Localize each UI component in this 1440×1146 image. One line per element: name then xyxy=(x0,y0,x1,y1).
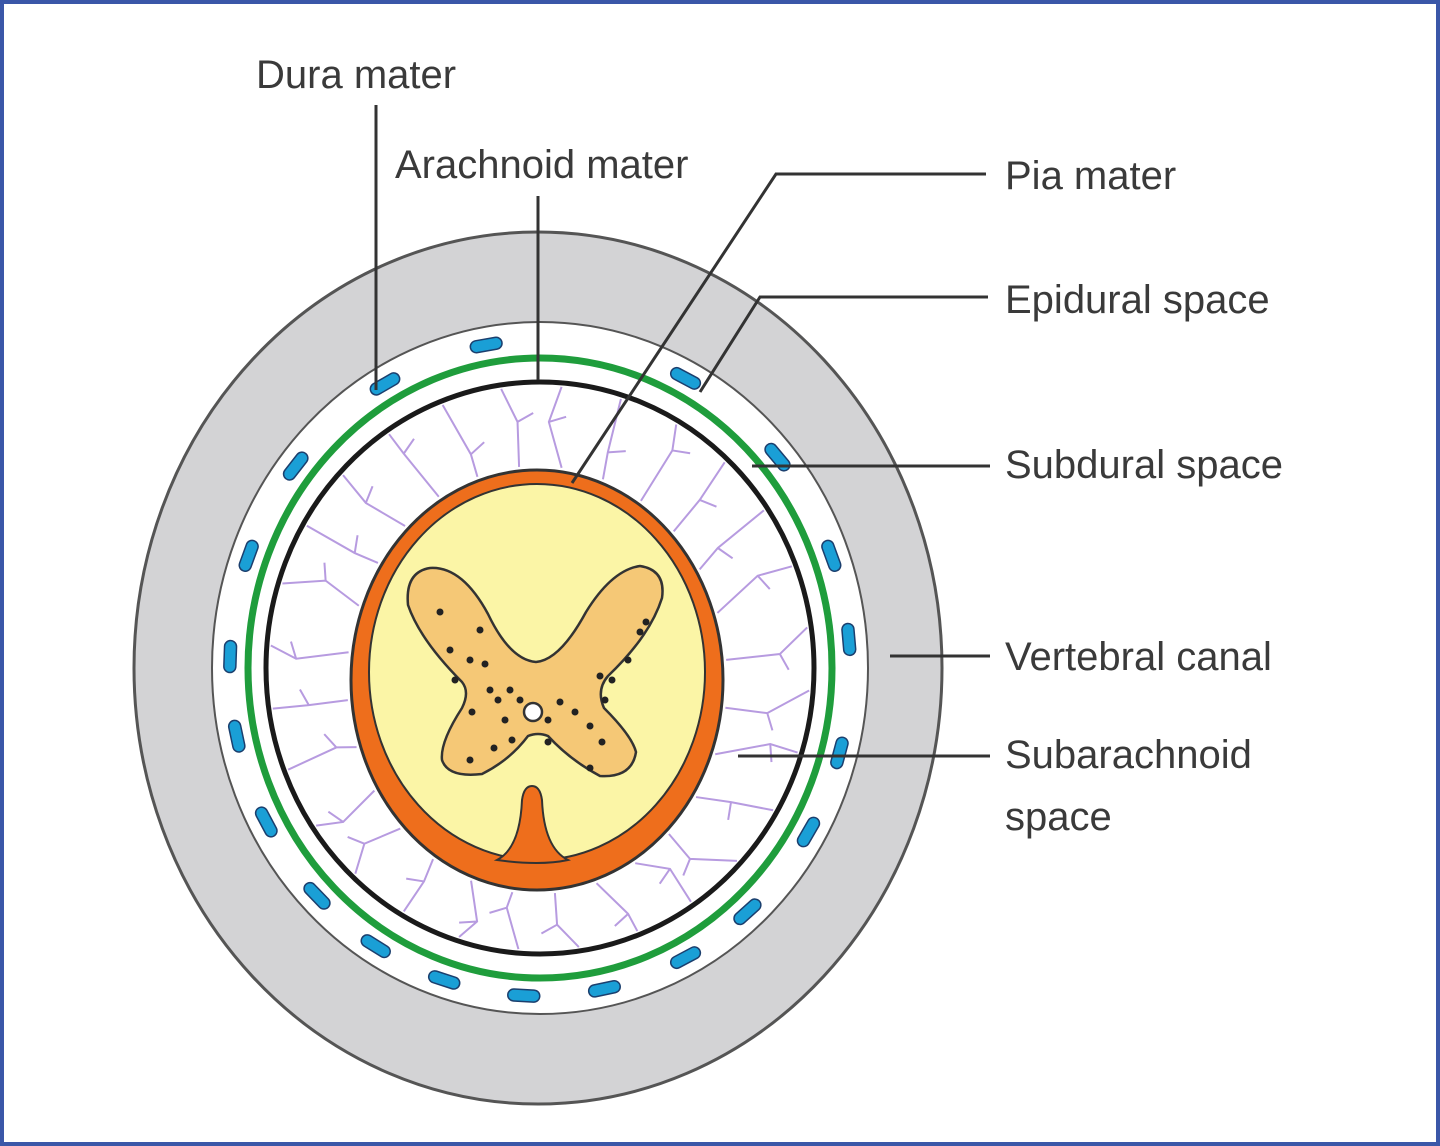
trabecula xyxy=(715,743,798,763)
trabecula xyxy=(272,688,348,710)
neuron-dot xyxy=(544,738,552,746)
neuron-dot xyxy=(466,656,474,664)
grey-matter-neurons xyxy=(436,608,650,772)
epidural-vessel xyxy=(223,639,238,674)
epidural-space-leader xyxy=(698,295,988,393)
arachnoid-line xyxy=(244,354,836,982)
epidural-vessel xyxy=(796,816,821,848)
neuron-dot xyxy=(598,738,606,746)
neuron-dot xyxy=(446,646,454,654)
trabecula xyxy=(441,404,485,478)
neuron-dot xyxy=(571,708,579,716)
epidural-vessel xyxy=(360,934,391,959)
epidural-space-label: Epidural space xyxy=(1005,278,1270,322)
trabecula xyxy=(287,733,357,771)
epidural-vessel xyxy=(587,980,621,998)
trabecula xyxy=(458,880,479,938)
trabecula xyxy=(315,789,376,827)
neuron-dot xyxy=(586,722,594,730)
central-canal xyxy=(522,701,544,723)
neuron-dot xyxy=(486,686,494,694)
subarachnoid-space-label-line1: Subarachnoid xyxy=(1005,733,1252,777)
trabecula xyxy=(270,641,349,660)
trabecula xyxy=(547,386,567,469)
epidural-vessel xyxy=(669,946,702,970)
trabecula xyxy=(668,833,738,876)
trabecula xyxy=(635,862,692,903)
neuron-dot xyxy=(556,698,564,706)
neuron-dot xyxy=(481,660,489,668)
neuron-dot xyxy=(506,686,514,694)
neuron-dot xyxy=(494,696,502,704)
neuron-dot xyxy=(508,736,516,744)
epidural-vessel xyxy=(507,988,541,1003)
trabecula xyxy=(342,474,406,527)
trabecula xyxy=(388,433,440,498)
neuron-dot xyxy=(624,656,632,664)
trabecula xyxy=(672,461,726,533)
trabecula xyxy=(282,562,360,607)
neuron-dot xyxy=(596,672,604,680)
trabecula xyxy=(489,891,520,950)
neuron-dot xyxy=(608,676,616,684)
anterior-median-fissure xyxy=(493,784,571,864)
neuron-dot xyxy=(436,608,444,616)
subdural-space-label: Subdural space xyxy=(1005,443,1283,487)
trabecula xyxy=(725,689,810,731)
neuron-dot xyxy=(476,626,484,634)
neuron-dot xyxy=(586,764,594,772)
epidural-vessel xyxy=(303,881,331,910)
neuron-dot xyxy=(642,618,650,626)
epidural-vessel xyxy=(227,719,246,753)
arachnoid-mater-label: Arachnoid mater xyxy=(395,143,688,187)
pia-mater-leader xyxy=(570,172,986,484)
dura-mater-label: Dura mater xyxy=(256,53,456,97)
epidural-vessel xyxy=(669,366,702,390)
epidural-vessel xyxy=(841,622,857,657)
trabecula xyxy=(347,827,401,875)
epidural-vessel xyxy=(427,970,461,990)
pia-mater-label: Pia mater xyxy=(1005,154,1176,198)
neuron-dot xyxy=(466,756,474,764)
trabecula xyxy=(726,626,808,671)
epidural-vessel xyxy=(764,442,791,472)
epidural-vessel xyxy=(238,539,259,572)
epidural-vessel xyxy=(369,372,401,396)
grey-matter xyxy=(406,564,664,778)
trabecula xyxy=(402,858,434,913)
epidural-vessel xyxy=(469,336,503,354)
subarachnoid-space-label-line2: space xyxy=(1005,795,1112,839)
trabecula xyxy=(540,892,580,948)
neuron-dot xyxy=(490,744,498,752)
epidural-vessel xyxy=(830,736,849,770)
epidural-vessel xyxy=(733,898,762,926)
neuron-dot xyxy=(468,708,476,716)
neuron-dot xyxy=(451,676,459,684)
neuron-dot xyxy=(544,716,552,724)
neuron-dot xyxy=(636,628,644,636)
neuron-dot xyxy=(516,696,524,704)
trabecula xyxy=(698,509,765,571)
trabecula xyxy=(595,882,639,932)
epidural-vessel xyxy=(821,539,842,572)
neuron-dot xyxy=(601,696,609,704)
arachnoid-trabeculae xyxy=(270,386,810,950)
trabecula xyxy=(695,796,774,821)
trabecula xyxy=(640,424,691,502)
trabecula xyxy=(716,565,793,614)
trabecula xyxy=(500,388,534,467)
epidural-vessels xyxy=(223,336,857,1003)
vertebral-canal-label: Vertebral canal xyxy=(1005,635,1272,679)
trabecula xyxy=(306,524,379,564)
neuron-dot xyxy=(501,716,509,724)
epidural-vessel xyxy=(282,451,309,481)
epidural-vessel xyxy=(254,806,278,838)
